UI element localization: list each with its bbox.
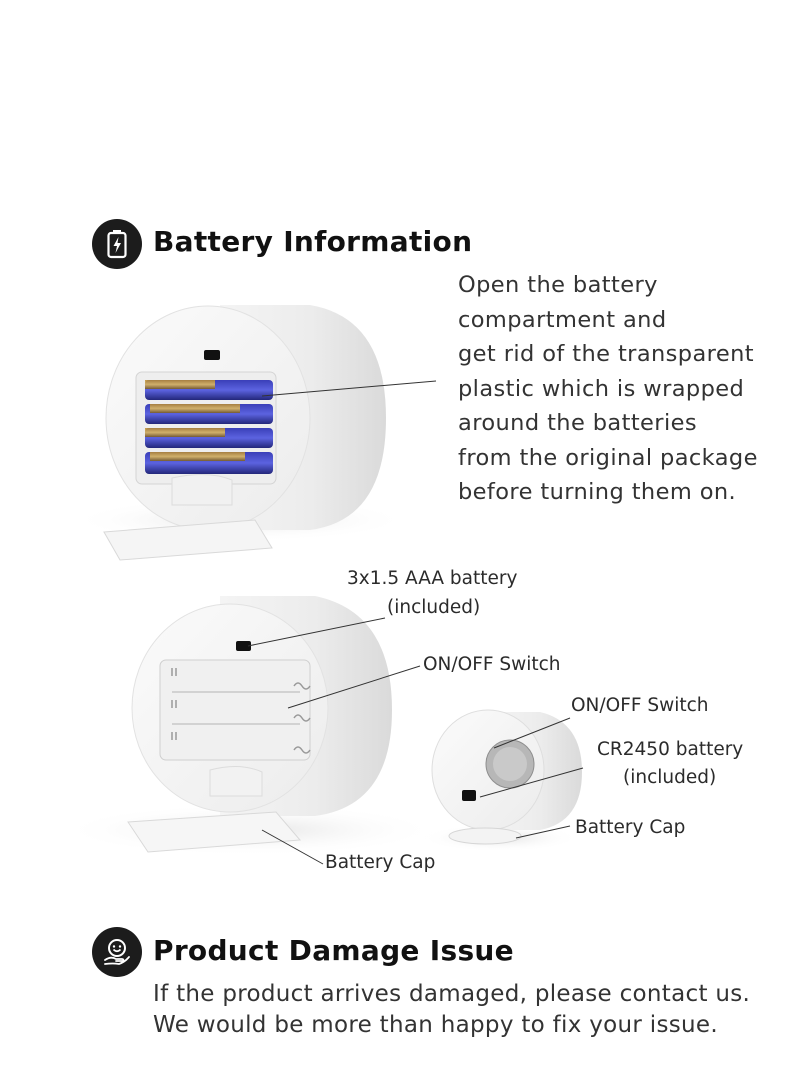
battery-cap-middle (127, 811, 302, 853)
aaa-battery-included-label: (included) (387, 597, 481, 618)
description-line: around the batteries (458, 410, 697, 436)
description-line: plastic which is wrapped (458, 375, 745, 402)
smile-hand-icon (104, 939, 130, 965)
battery-cap-label-small: Battery Cap (575, 817, 686, 838)
description-line: get rid of the transparent (458, 341, 754, 367)
battery-cap-small (448, 827, 522, 845)
description-line: compartment and (458, 306, 667, 333)
candle-middle (60, 596, 440, 865)
switch-middle (236, 641, 251, 651)
battery-section-title: Battery Information (153, 225, 473, 258)
damage-line: We would be more than happy to fix your … (153, 1012, 718, 1038)
battery-section-icon (92, 219, 142, 269)
damage-section-title: Product Damage Issue (153, 934, 514, 967)
empty-battery-compartment (159, 659, 311, 761)
switch-small (462, 790, 476, 801)
description-line: from the original package (458, 444, 758, 471)
candle-small (420, 709, 584, 852)
cr2450-battery-label: CR2450 battery (597, 739, 744, 760)
damage-section-icon (92, 927, 142, 977)
damage-description: If the product arrives damaged, please c… (153, 979, 750, 1041)
description-line: Open the battery (458, 272, 658, 298)
aaa-battery-label: 3x1.5 AAA battery (347, 568, 518, 589)
aaa-batteries (145, 380, 273, 474)
switch-top (204, 350, 220, 360)
battery-cap-label-large: Battery Cap (325, 852, 436, 873)
damage-line: If the product arrives damaged, please c… (153, 981, 751, 1007)
switch-label-large: ON/OFF Switch (423, 654, 561, 675)
battery-icon (107, 230, 127, 259)
switch-label-small: ON/OFF Switch (571, 695, 709, 716)
battery-cap-top (103, 519, 273, 561)
battery-description: Open the battery compartment and get rid… (458, 268, 758, 510)
cr2450-included-label: (included) (623, 767, 717, 788)
candle-top (70, 305, 437, 561)
description-line: before turning them on. (458, 479, 737, 505)
